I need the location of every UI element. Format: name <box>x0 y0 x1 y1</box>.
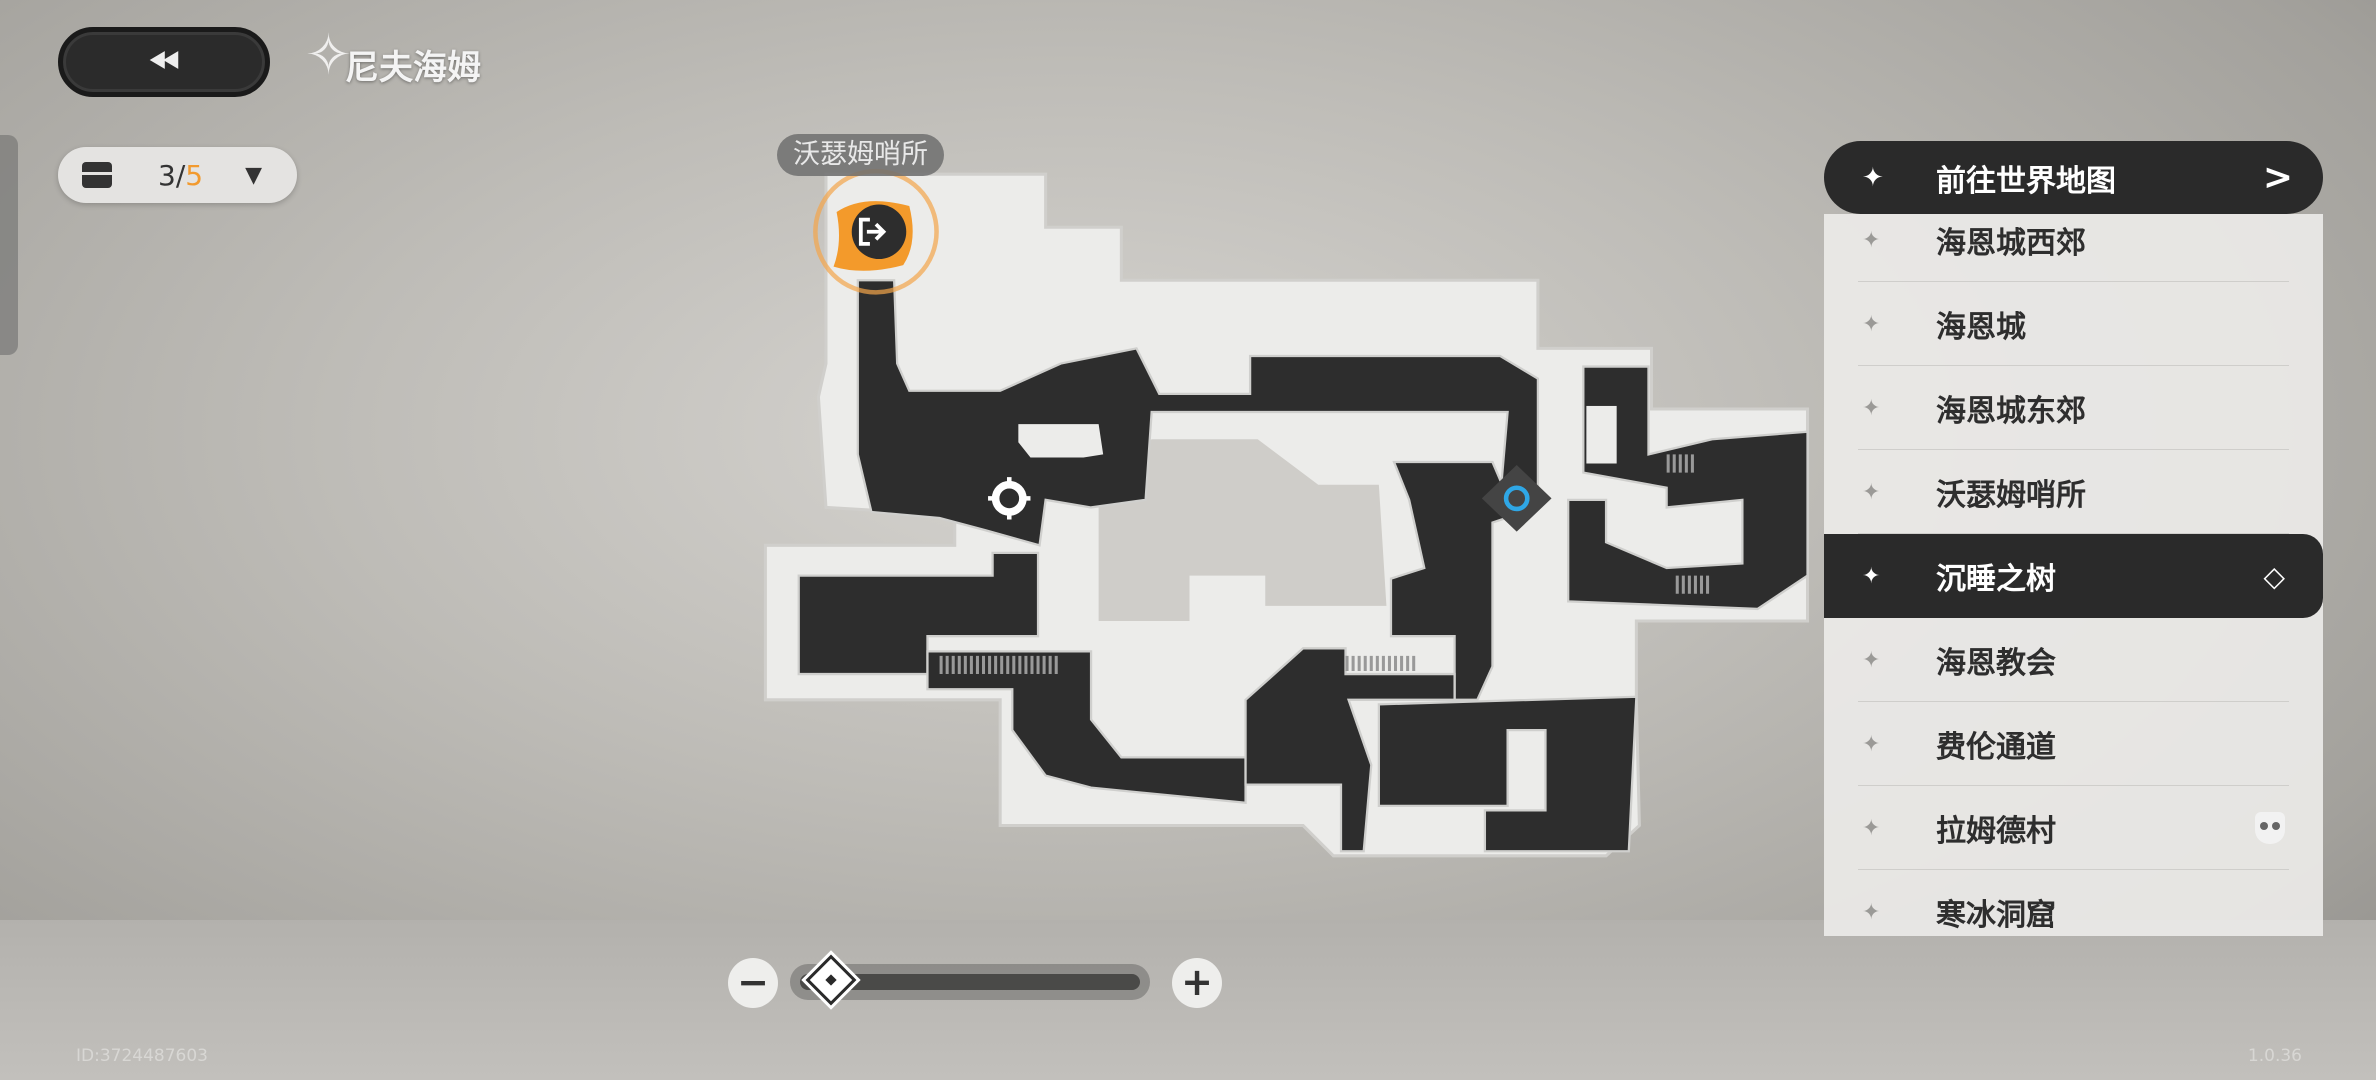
treasure-chest-icon <box>82 162 112 188</box>
arrow-right-icon: > <box>2262 157 2293 198</box>
map-hole <box>1586 405 1617 464</box>
chest-counter-dropdown[interactable]: 3/5 ▼ <box>58 147 297 203</box>
area-item[interactable]: ✦拉姆德村 <box>1824 786 2323 870</box>
area-item[interactable]: ✦海恩城西郊 <box>1824 214 2323 282</box>
area-item-selected[interactable]: ✦沉睡之树◇ <box>1824 534 2323 618</box>
map-corridor <box>1377 695 1638 853</box>
sparkle-icon: ✦ <box>1862 479 1881 505</box>
area-item[interactable]: ✦寒冰洞窟 <box>1824 870 2323 936</box>
back-button[interactable]: ⏪︎ <box>58 27 270 97</box>
mask-icon <box>2255 812 2285 844</box>
dropdown-triangle-icon: ▼ <box>245 162 263 188</box>
map-corridor <box>926 650 1247 805</box>
area-item[interactable]: ✦海恩城东郊 <box>1824 366 2323 450</box>
sparkle-icon: ✦ <box>1862 731 1881 757</box>
sparkle-icon: ✧ <box>305 23 352 88</box>
goto-world-map-button[interactable]: ✦ 前往世界地图 > <box>1824 141 2323 214</box>
map-corridor <box>1567 365 1809 611</box>
exit-marker[interactable] <box>813 168 939 295</box>
zoom-in-button[interactable]: + <box>1172 958 1222 1008</box>
exit-door-icon <box>858 217 887 246</box>
region-title: 尼夫海姆 <box>345 48 481 88</box>
map-hole <box>1018 424 1104 458</box>
area-item[interactable]: ✦沃瑟姆哨所 <box>1824 450 2323 534</box>
exit-location-label: 沃瑟姆哨所 <box>777 134 944 176</box>
area-item[interactable]: ✦海恩教会 <box>1824 618 2323 702</box>
waypoint-crosshair-icon[interactable] <box>988 477 1031 520</box>
sparkle-icon: ✦ <box>1862 227 1881 253</box>
area-list[interactable]: ✦海恩城西郊 ✦海恩城 ✦海恩城东郊 ✦沃瑟姆哨所 ✦沉睡之树◇ ✦海恩教会 ✦… <box>1824 214 2323 936</box>
area-item[interactable]: ✦费伦通道 <box>1824 702 2323 786</box>
location-pin-icon: ◇ <box>2263 559 2285 593</box>
sparkle-icon: ✦ <box>1862 815 1881 841</box>
area-item[interactable]: ✦海恩城 <box>1824 282 2323 366</box>
stairs <box>939 454 1710 675</box>
user-id: ID:3724487603 <box>76 1046 208 1066</box>
double-chevron-left-icon: ⏪︎ <box>148 39 180 84</box>
sparkle-icon: ✦ <box>1862 395 1881 421</box>
zoom-out-button[interactable]: − <box>728 958 778 1008</box>
version-label: 1.0.36 <box>2247 1046 2302 1066</box>
sparkle-icon: ✦ <box>1862 162 1884 193</box>
map-corridor <box>1244 647 1456 853</box>
sparkle-icon: ✦ <box>1862 899 1881 925</box>
map-corridor <box>797 551 1040 676</box>
area-list-panel: ✦ 前往世界地图 > ✦海恩城西郊 ✦海恩城 ✦海恩城东郊 ✦沃瑟姆哨所 ✦沉睡… <box>1824 141 2323 936</box>
sparkle-icon: ✦ <box>1862 563 1881 589</box>
chest-count: 3/5 <box>158 158 204 192</box>
side-drawer-handle[interactable] <box>0 135 18 355</box>
zoom-slider-track[interactable] <box>800 974 1140 990</box>
sparkle-icon: ✦ <box>1862 311 1881 337</box>
map-inner-courtyard <box>1098 439 1387 622</box>
sparkle-icon: ✦ <box>1862 647 1881 673</box>
